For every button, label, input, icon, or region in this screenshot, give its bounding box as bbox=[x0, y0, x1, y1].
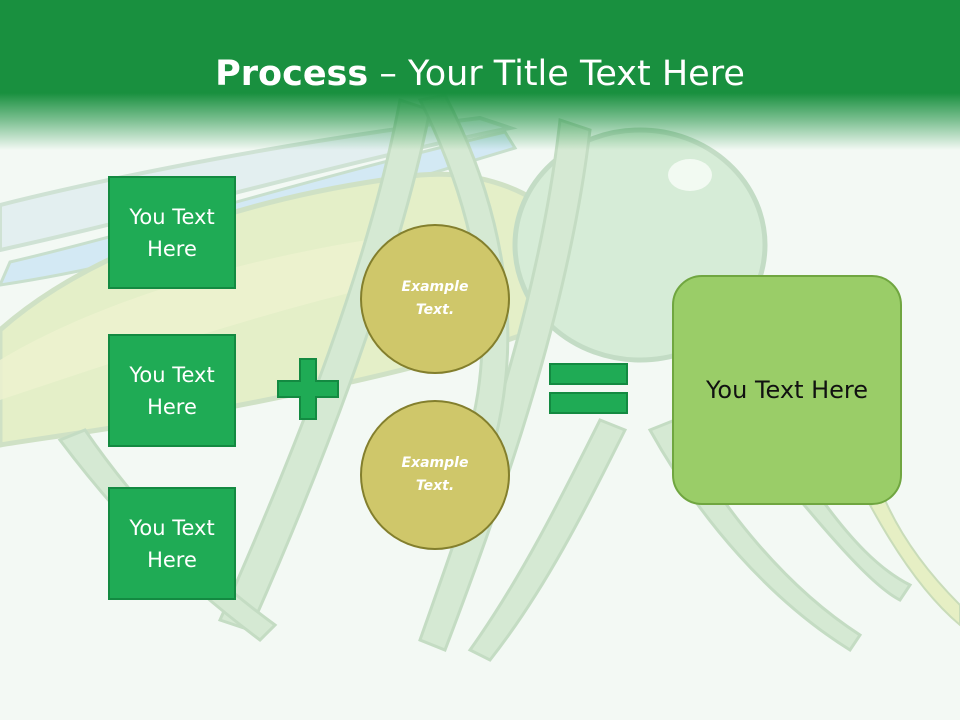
result-label: You Text Here bbox=[705, 376, 869, 404]
title-bold-part: Process bbox=[215, 54, 369, 94]
input-box-3[interactable]: You Text Here bbox=[108, 487, 236, 600]
plus-icon bbox=[277, 358, 339, 420]
circle-label: Example Text. bbox=[401, 279, 469, 318]
circle-label: Example Text. bbox=[401, 455, 469, 494]
title-banner bbox=[0, 0, 960, 150]
input-box-1[interactable]: You Text Here bbox=[108, 176, 236, 289]
input-box-label: You Text Here bbox=[129, 204, 215, 261]
equals-icon bbox=[549, 363, 628, 414]
input-box-2[interactable]: You Text Here bbox=[108, 334, 236, 447]
title-rest-part: – Your Title Text Here bbox=[368, 54, 745, 94]
slide-title: Process – Your Title Text Here bbox=[0, 52, 960, 96]
example-circle-1[interactable]: Example Text. bbox=[360, 224, 510, 374]
example-circle-2[interactable]: Example Text. bbox=[360, 400, 510, 550]
result-box[interactable]: You Text Here bbox=[672, 275, 902, 505]
input-box-label: You Text Here bbox=[129, 362, 215, 419]
input-box-label: You Text Here bbox=[129, 515, 215, 572]
